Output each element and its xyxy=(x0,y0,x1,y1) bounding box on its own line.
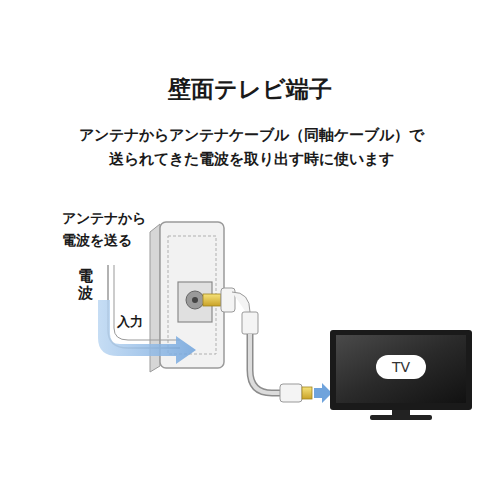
source-label: アンテナから 電波を送る xyxy=(62,207,156,251)
subtitle: アンテナからアンテナケーブル（同軸ケーブル）で 送られてきた電波を取り出す時に使… xyxy=(70,123,432,171)
tv-set xyxy=(330,330,472,420)
node-text: TV xyxy=(392,358,410,376)
input-label: 入力 xyxy=(117,313,143,331)
signal-arrow xyxy=(98,300,196,364)
screen-badge: TV xyxy=(376,355,426,379)
signal-label: 電波 xyxy=(78,268,93,301)
title: 壁面テレビ端子 xyxy=(0,74,500,105)
coax-cable xyxy=(203,288,332,403)
